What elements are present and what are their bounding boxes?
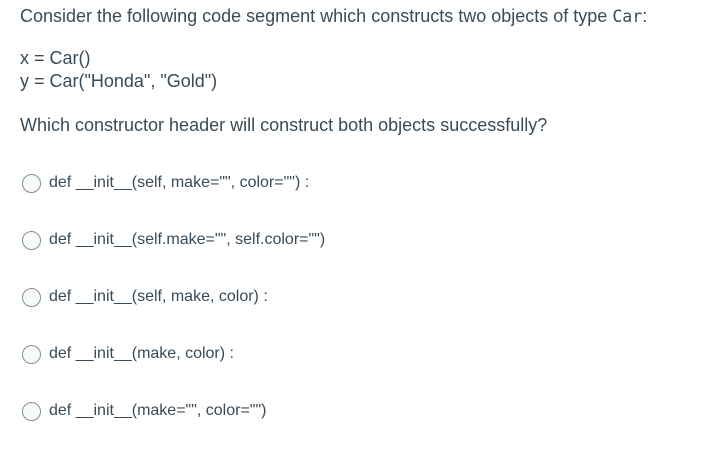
code-line-1: x = Car() xyxy=(20,48,91,68)
answer-options: def __init__(self, make="", color="") : … xyxy=(20,170,687,424)
radio-button[interactable] xyxy=(22,230,41,250)
question-intro-colon: : xyxy=(642,6,648,26)
answer-option-3[interactable]: def __init__(self, make, color) : xyxy=(22,284,687,310)
answer-option-2[interactable]: def __init__(self.make="", self.color=""… xyxy=(22,227,687,253)
radio-button[interactable] xyxy=(22,287,41,307)
question-intro: Consider the following code segment whic… xyxy=(20,4,687,29)
inline-code-car: Car xyxy=(612,7,643,26)
answer-option-label[interactable]: def __init__(self.make="", self.color=""… xyxy=(49,231,326,248)
radio-button[interactable] xyxy=(22,344,41,364)
answer-option-label[interactable]: def __init__(make="", color="") xyxy=(49,402,267,419)
answer-option-4[interactable]: def __init__(make, color) : xyxy=(22,341,687,367)
question-prompt: Which constructor header will construct … xyxy=(20,115,548,135)
answer-option-label[interactable]: def __init__(make, color) : xyxy=(49,345,234,362)
answer-option-5[interactable]: def __init__(make="", color="") xyxy=(22,398,687,424)
code-line-2: y = Car("Honda", "Gold") xyxy=(20,71,218,91)
quiz-question: Consider the following code segment whic… xyxy=(20,4,687,424)
question-intro-text: Consider the following code segment whic… xyxy=(20,6,613,26)
answer-option-label[interactable]: def __init__(self, make, color) : xyxy=(49,288,268,305)
radio-button[interactable] xyxy=(22,401,41,421)
radio-button[interactable] xyxy=(22,173,41,193)
code-segment: x = Car() y = Car("Honda", "Gold") xyxy=(20,47,687,93)
answer-option-1[interactable]: def __init__(self, make="", color="") : xyxy=(22,170,687,196)
answer-option-label[interactable]: def __init__(self, make="", color="") : xyxy=(49,174,310,191)
